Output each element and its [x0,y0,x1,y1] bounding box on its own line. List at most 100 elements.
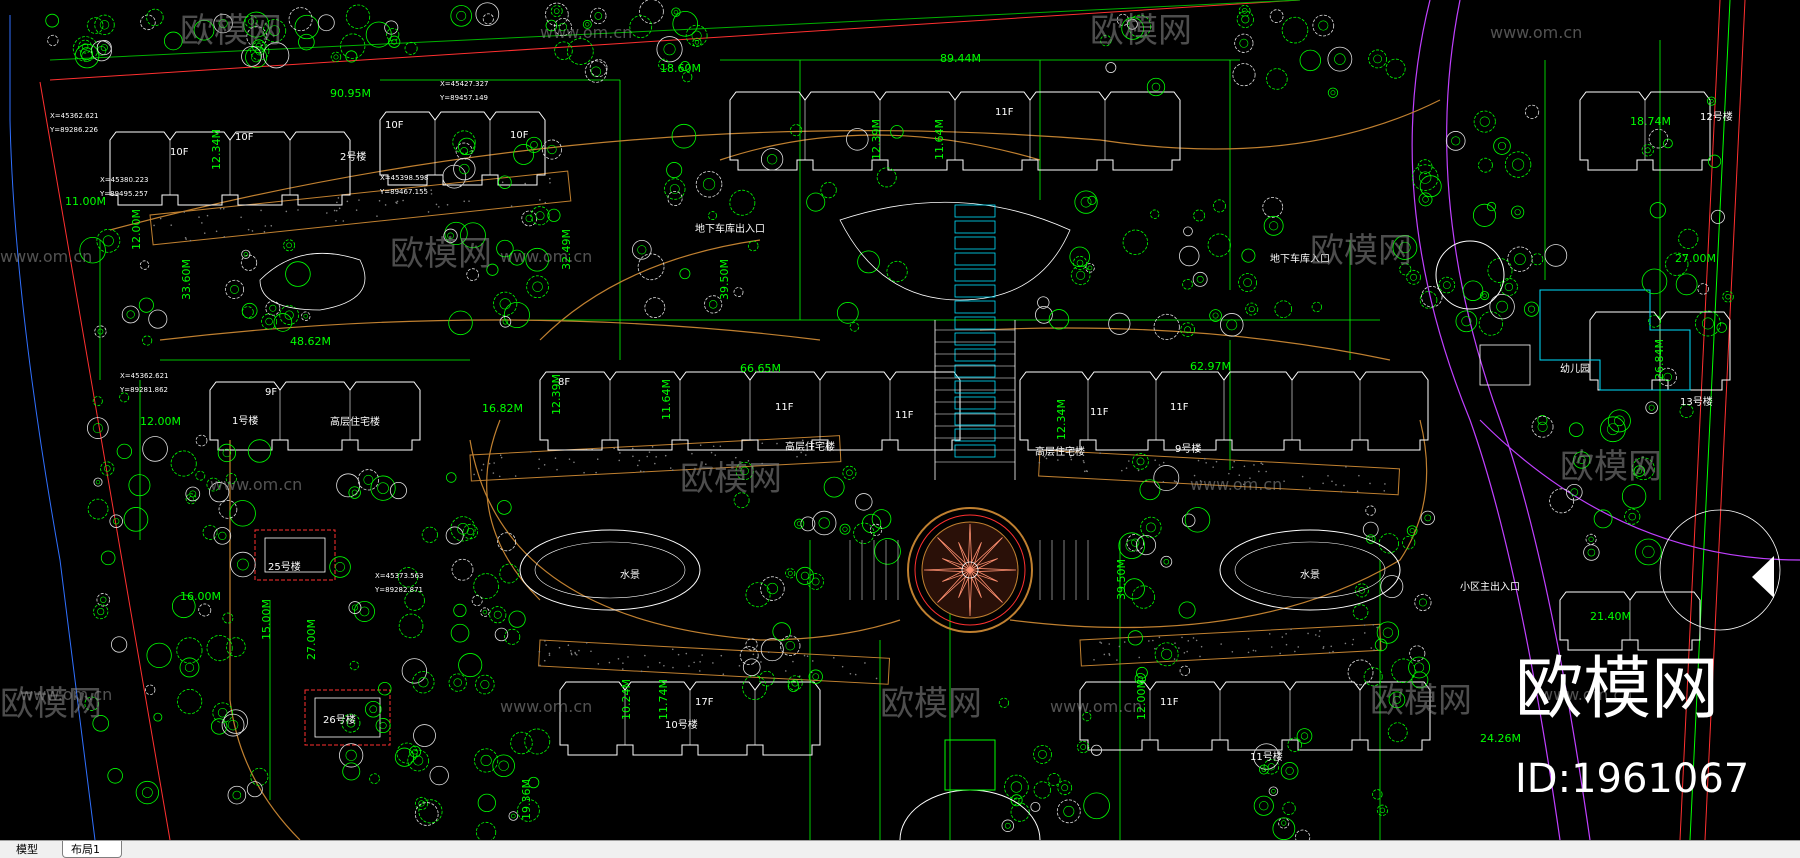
paving-dot [671,648,674,651]
tree-symbol [1299,49,1322,72]
paving-dot [184,236,187,239]
road-curve [979,327,1391,361]
paving-dot [1364,632,1366,634]
tab-layout1[interactable]: 布局1 [62,841,122,858]
tree-symbol [1633,465,1646,477]
tree-symbol [193,19,215,41]
tree-symbol [589,59,608,78]
tree-canopy [499,298,511,310]
tree-symbol [547,208,561,222]
dimension-label: 11.64M [660,379,673,420]
tree-canopy [590,66,602,77]
paving-dot [1238,474,1241,477]
paving-dot [698,670,701,672]
tab-model[interactable]: 模型 [8,841,58,858]
tree-symbol [223,709,248,734]
tree-symbol [853,522,875,544]
tree-symbol [453,157,476,181]
paving-dot [1108,643,1111,645]
paving-dot [222,207,225,210]
paving-dot [1370,647,1373,649]
paving-dot [1070,454,1072,457]
paving-dot [424,187,426,190]
paving-dot [646,455,648,458]
building-label-text: 高层住宅楼 [785,440,835,453]
tree-symbol [1238,4,1251,17]
building-label-text: 地下车库出入口 [695,222,765,235]
tree-canopy [1271,788,1276,794]
paving-dot [710,451,713,454]
next-arrow-icon[interactable] [1748,554,1778,600]
dimension-label: 18.74M [1630,115,1671,128]
tree-symbol [1523,301,1540,317]
tree-symbol [1401,535,1416,550]
tree-symbol [800,516,816,532]
paving-dot [1118,645,1121,648]
paving-dot [251,230,254,232]
tree-canopy [1137,675,1144,682]
tree-symbol [1179,245,1200,267]
tree-symbol [1150,209,1160,219]
tree-symbol [414,802,439,826]
paving-dot [651,445,654,448]
tree-symbol [1549,488,1575,514]
tree-symbol [1621,484,1647,509]
paving-dot [1358,474,1360,477]
building-outline [539,371,961,451]
paving-dot [677,653,680,656]
tree-symbol [1272,817,1296,840]
paving-dot [1285,633,1287,635]
tree-symbol [1004,774,1029,800]
paving-dot [1173,480,1176,482]
tree-symbol [241,302,258,319]
paving-dot [617,658,620,660]
tree-symbol [807,573,824,590]
tree-canopy [103,465,111,472]
axis-paving-tile [954,396,996,410]
paving-dot [1330,645,1333,648]
tree-canopy [1063,805,1075,817]
tree-canopy [1061,784,1069,792]
paving-dot [336,201,338,204]
tree-symbol [1376,804,1389,816]
paving-dot [201,222,203,224]
tree-canopy [1663,372,1672,382]
tree-symbol [1710,209,1725,224]
axis-paving-tile [954,236,996,250]
dimension-label: 21.40M [1590,610,1631,623]
site-edge-line [9,15,96,840]
paving-dot [499,454,502,456]
building-label-text: 12号楼 [1700,110,1733,123]
tree-canopy [333,54,339,60]
paving-dot [493,462,495,464]
tree-symbol [1178,601,1196,619]
paving-dot [1212,466,1214,468]
paving-dot [1297,646,1300,648]
tree-symbol [742,658,761,677]
paving-dot [776,442,778,445]
tree-canopy [1131,538,1140,547]
tree-canopy [335,562,346,572]
tree-symbol [871,509,892,529]
paving-dot [1116,659,1118,661]
paving-dot [841,665,844,668]
tree-symbol [443,228,458,243]
tree-canopy [1642,545,1655,559]
paving-dot [183,211,186,213]
tree-canopy [1161,648,1173,660]
paving-dot [1103,653,1106,656]
tree-symbol [262,19,287,43]
tree-symbol [1391,658,1416,683]
tree-canopy [482,609,488,615]
paving-dot [647,666,649,668]
paving-dot [1199,655,1201,658]
tree-symbol [1183,226,1193,237]
building-label-text: 11号楼 [1250,750,1283,763]
tree-symbol [386,28,400,42]
tree-symbol [1128,14,1152,38]
axis-paving-tile [954,284,996,298]
tree-symbol [1707,154,1722,168]
paving-dot [796,455,798,458]
paving-dot [530,451,532,453]
